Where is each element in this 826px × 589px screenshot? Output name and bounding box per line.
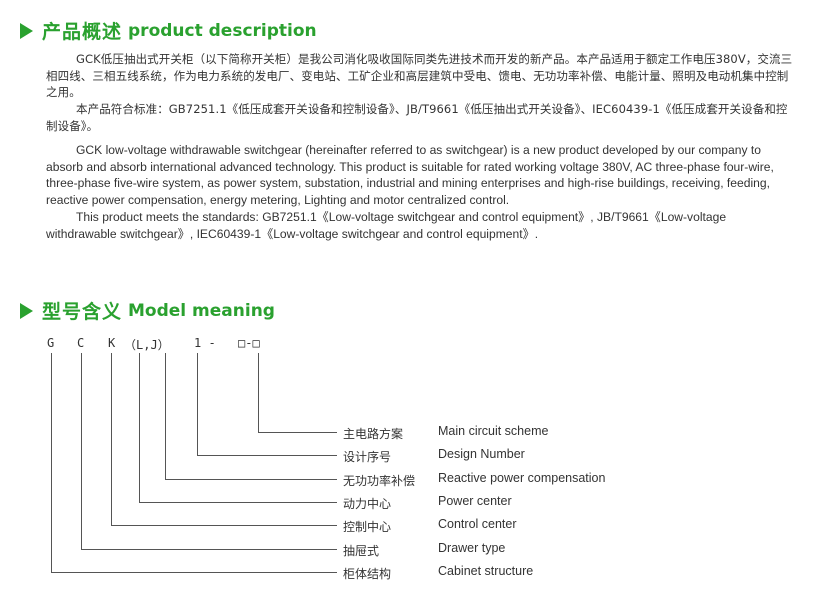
model-code-boxes: □-□ [238,336,260,350]
label-cn-main-circuit: 主电路方案 [343,427,404,441]
label-cn-power-center: 动力中心 [343,497,392,511]
label-cn-drawer: 抽屉式 [343,544,380,558]
label-cn-control-center: 控制中心 [343,520,392,534]
description-en-paragraph-1: GCK low-voltage withdrawable switchgear … [46,143,774,207]
model-code-c: C [77,336,85,350]
model-code-lj: （L,J） [124,338,170,352]
play-triangle-icon [20,22,33,39]
label-en-cabinet: Cabinet structure [438,564,534,578]
label-en-control-center: Control center [438,517,517,531]
connector-drawer [81,353,337,550]
model-code-k: K [108,336,116,350]
connector-power-center [139,353,337,503]
section-title-cn: 产品概述 [42,21,123,43]
connector-main-circuit [258,353,337,433]
connector-reactive [165,353,337,480]
description-en-paragraph-2: This product meets the standards: GB7251… [46,210,727,241]
label-en-main-circuit: Main circuit scheme [438,424,549,438]
model-code-g: G [47,336,55,350]
label-en-design-number: Design Number [438,447,525,461]
section-title-cn: 型号含义 [42,301,123,323]
model-meaning-header: 型号含义 Model meaning [20,297,275,324]
label-cn-reactive: 无功功率补偿 [343,474,416,488]
connector-control-center [111,353,337,526]
connector-cabinet [51,353,337,573]
label-en-reactive: Reactive power compensation [438,471,606,485]
description-cn-paragraph-1: GCK低压抽出式开关柜（以下简称开关柜）是我公司消化吸收国际同类先进技术而开发的… [46,52,793,100]
product-description-header: 产品概述 product description [20,17,317,44]
model-code-design-number: 1 - [194,336,216,350]
section-title-en: product description [128,20,317,41]
description-cn-paragraph-2: 本产品符合标准：GB7251.1《低压成套开关设备和控制设备》、JB/T9661… [46,102,788,133]
label-en-power-center: Power center [438,494,512,508]
play-triangle-icon [20,302,33,319]
connector-design-number [197,353,337,456]
label-cn-cabinet: 柜体结构 [343,567,392,581]
section-title-en: Model meaning [128,300,275,321]
label-cn-design-number: 设计序号 [343,450,392,464]
label-en-drawer: Drawer type [438,541,506,555]
